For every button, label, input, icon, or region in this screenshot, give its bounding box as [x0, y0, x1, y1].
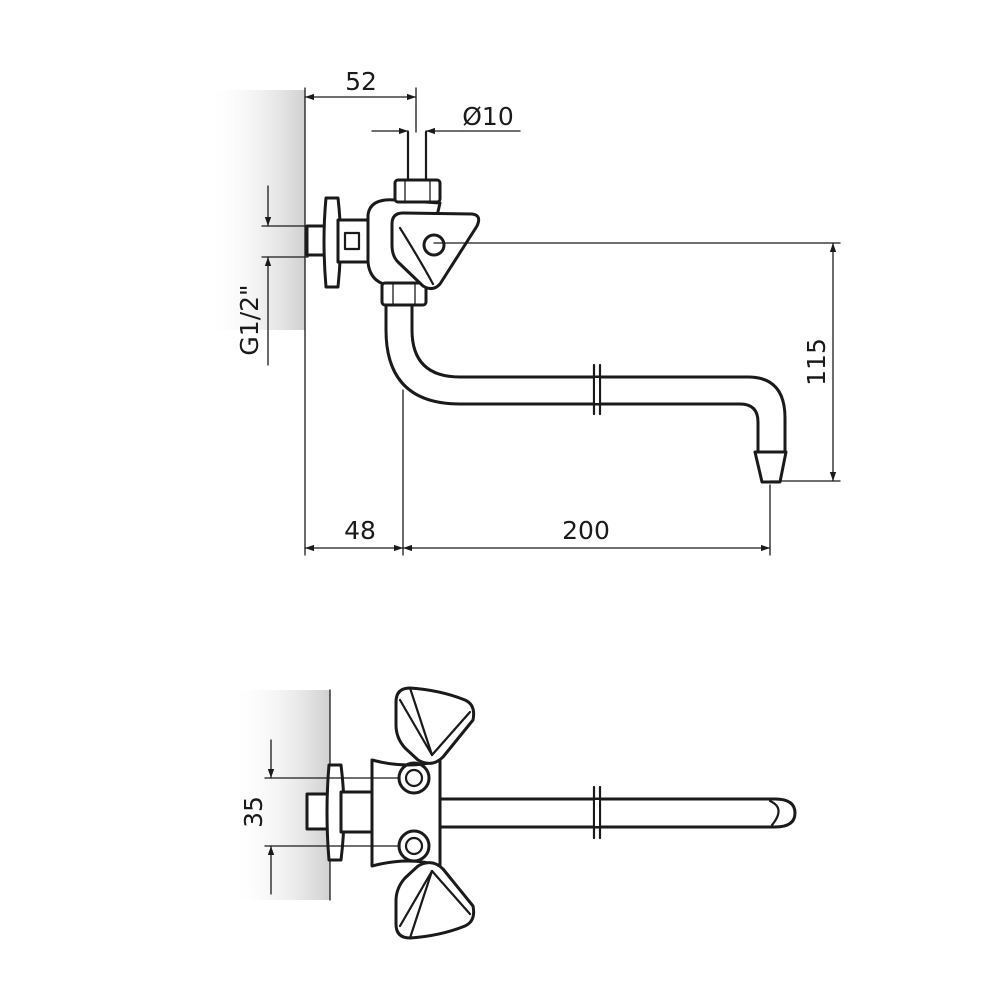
wall-flange [322, 196, 342, 289]
handle-screw [422, 233, 446, 257]
spout [384, 303, 760, 457]
handle-side [390, 211, 481, 291]
side-view: 52 Ø10 G1/2" 115 48 200 [205, 67, 841, 556]
wall-shade-top [205, 90, 305, 330]
spout-top [428, 797, 797, 829]
dim-52-label: 52 [345, 67, 377, 96]
aerator-tip [753, 450, 788, 484]
dim-200-label: 200 [562, 516, 610, 545]
flange-square [343, 231, 361, 251]
dim-115-label: 115 [802, 338, 831, 386]
dim-35-label: 35 [239, 796, 268, 828]
wall-flange-top [325, 763, 346, 862]
spout-inner [410, 303, 787, 457]
dim-thread-label: G1/2" [235, 284, 264, 355]
flange-neck [336, 218, 370, 264]
dim-48-label: 48 [344, 516, 376, 545]
dim-d10-label: Ø10 [462, 102, 514, 131]
top-nut [393, 178, 442, 204]
bottom-nut [380, 281, 428, 307]
top-view: 35 [230, 686, 797, 940]
